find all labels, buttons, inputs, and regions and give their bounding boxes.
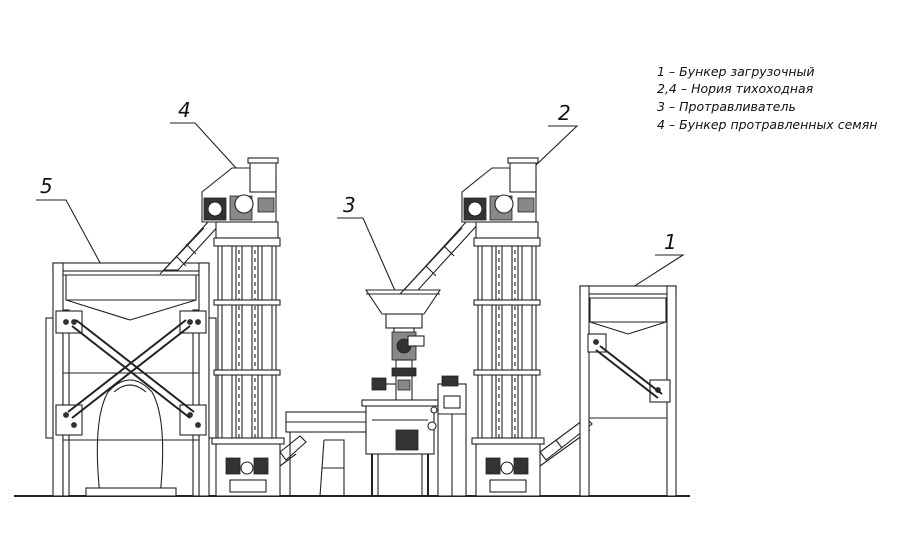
callout-label-4: 4: [178, 98, 191, 122]
legend: 1 – Бункер загрузочный 2,4 – Нория тихох…: [657, 64, 877, 132]
callout-4: 4: [170, 98, 237, 169]
legend-line-3: 3 – Протравливатель: [657, 99, 796, 114]
bucket-elevator-4: [159, 157, 285, 497]
callout-label-5: 5: [40, 174, 53, 198]
treated-seed-bunker-5: [45, 262, 217, 497]
callout-3: 3: [337, 193, 397, 294]
callout-label-3: 3: [343, 193, 356, 217]
callout-label-1: 1: [664, 230, 677, 254]
callout-2: 2: [534, 101, 579, 167]
chemical-tank: [437, 375, 467, 497]
loading-bunker-1: [579, 285, 677, 497]
legend-line-1: 1 – Бункер загрузочный: [657, 64, 815, 79]
seed-treater-3: [319, 289, 442, 497]
legend-line-2: 2,4 – Нория тихоходная: [657, 81, 814, 96]
feed-conveyor-left: [279, 411, 367, 496]
callout-label-2: 2: [558, 101, 571, 125]
callout-5: 5: [36, 174, 105, 271]
bucket-elevator-2: [399, 157, 545, 497]
callout-1: 1: [632, 230, 685, 288]
legend-line-4: 4 – Бункер протравленных семян: [657, 117, 877, 132]
